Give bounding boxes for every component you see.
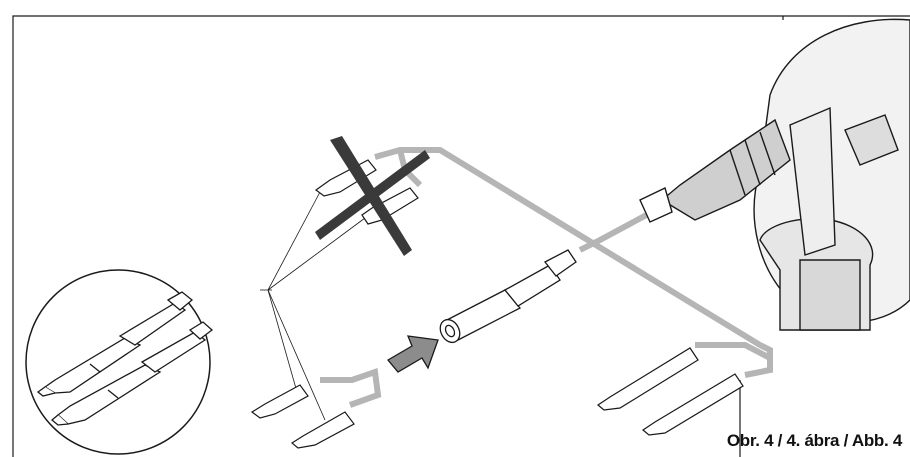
figure-frame	[12, 15, 910, 457]
insert-arrow-icon	[387, 335, 439, 373]
magnified-bit-lower	[50, 321, 214, 426]
detail-magnifier-circle	[25, 269, 214, 455]
screwdriver-bit-phillips-right	[596, 347, 699, 411]
screwdriver-bit-flat-right	[641, 373, 744, 436]
handle-side	[789, 106, 836, 256]
screwdriver-bits-left	[250, 384, 355, 449]
not-allowed-cross-icon	[315, 136, 430, 256]
crossed-out-bits	[314, 136, 430, 256]
screwdriver-bit-phillips	[250, 384, 309, 419]
pointer-lines	[260, 191, 366, 421]
screwdriver-bit-flat-crossed	[361, 187, 419, 225]
power-drill-icon	[639, 18, 910, 331]
figure-caption: Obr. 4 / 4. ábra / Abb. 4	[726, 431, 902, 450]
bit-holder-adapter-icon	[439, 249, 577, 344]
switch-knob	[844, 114, 899, 166]
magnified-bit-upper	[36, 291, 194, 397]
screwdriver-bit-flat	[290, 411, 355, 449]
drill-chuck-icon	[660, 118, 791, 221]
screwdriver-bits-right	[596, 347, 744, 436]
